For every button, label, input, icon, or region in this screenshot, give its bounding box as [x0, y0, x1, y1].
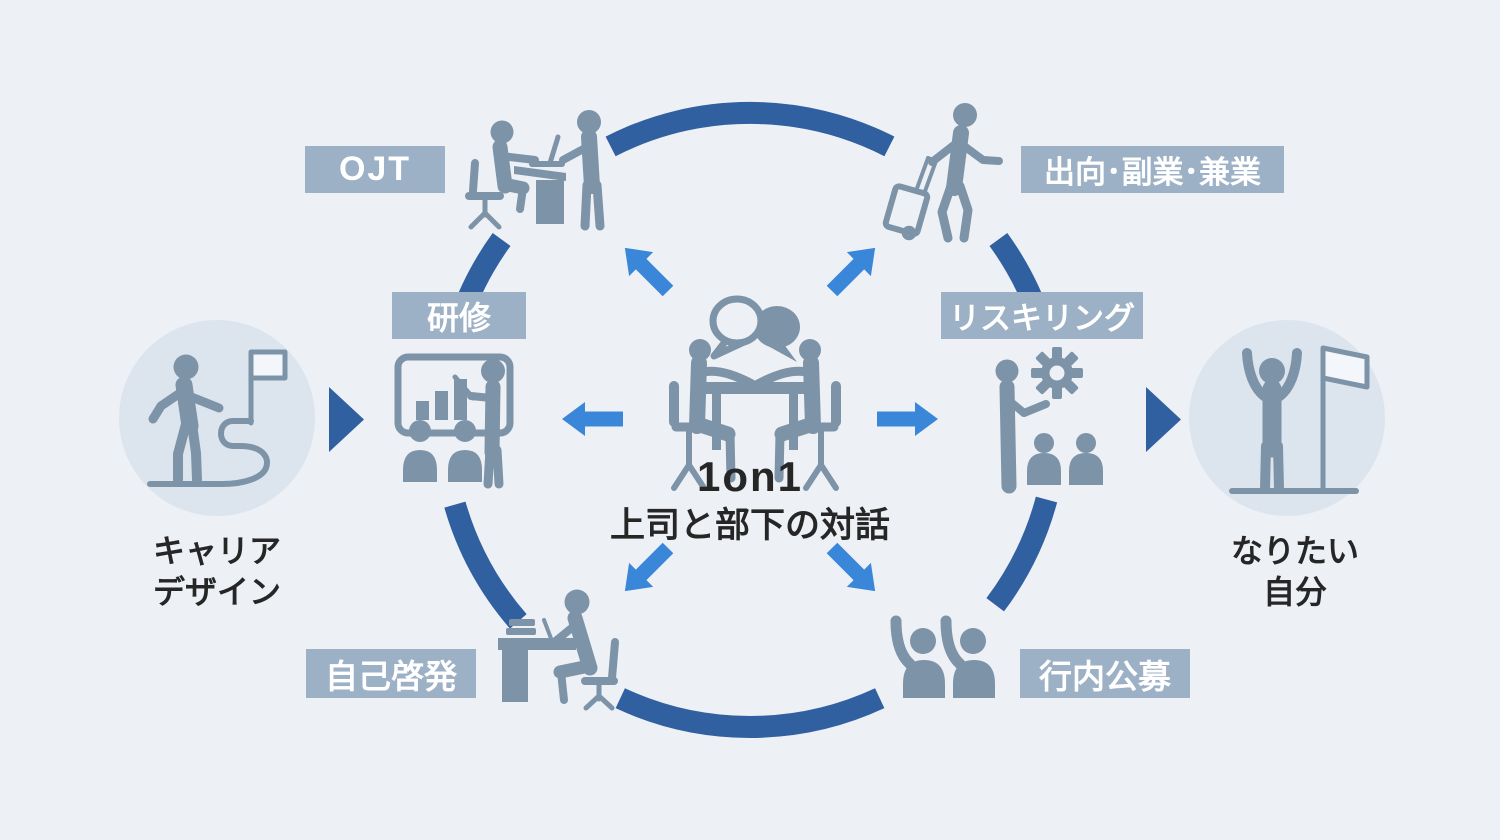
self-study-desk-icon — [498, 589, 619, 711]
internal-job-posting-icon — [890, 615, 995, 698]
goal-label-line2: 自分 — [1262, 574, 1327, 610]
ojt-desk-coaching-icon — [465, 110, 605, 231]
goal-label: なりたい 自分 — [1190, 531, 1400, 613]
badge-secondment: 出向･副業･兼業 — [1021, 146, 1284, 193]
career-design-icon — [147, 349, 288, 487]
flow-arrow-left-icon — [329, 387, 364, 452]
start-label: キャリア デザイン — [112, 531, 322, 613]
badge-self-development: 自己啓発 — [306, 649, 476, 698]
ring-arc-bottom — [615, 688, 885, 738]
start-label-line2: デザイン — [152, 574, 281, 610]
flow-arrow-right-icon — [1146, 387, 1181, 452]
ring-arc-top — [605, 101, 895, 157]
badge-ojt: OJT — [305, 146, 445, 193]
goal-circle — [1189, 320, 1385, 516]
center-subtitle: 上司と部下の対話 — [609, 506, 890, 545]
badge-training: 研修 — [392, 292, 526, 339]
arrow-to-right-icon — [877, 402, 938, 436]
outward-arrows — [562, 235, 938, 604]
ideal-self-icon — [1229, 345, 1370, 494]
gear-icon — [1031, 347, 1083, 399]
speech-bubbles-icon — [709, 295, 800, 362]
one-on-one-dialog-icon — [669, 295, 841, 491]
secondment-traveler-icon — [882, 103, 1003, 243]
ring-arc-lower-left — [444, 501, 527, 629]
arrow-to-left-icon — [562, 402, 623, 436]
ring-arc-lower-right — [986, 496, 1058, 612]
arrow-to-top-left-icon — [612, 235, 681, 304]
reskilling-gear-icon — [995, 347, 1103, 494]
center-title: 1on1 — [696, 453, 804, 500]
cycle-ring — [444, 101, 1058, 738]
badge-internal-posting: 行内公募 — [1020, 649, 1190, 698]
goal-label-line1: なりたい — [1230, 533, 1359, 569]
arrow-to-top-right-icon — [819, 235, 888, 304]
training-presentation-icon — [394, 353, 514, 489]
badge-reskilling: リスキリング — [941, 292, 1143, 339]
start-label-line1: キャリア — [152, 533, 281, 569]
